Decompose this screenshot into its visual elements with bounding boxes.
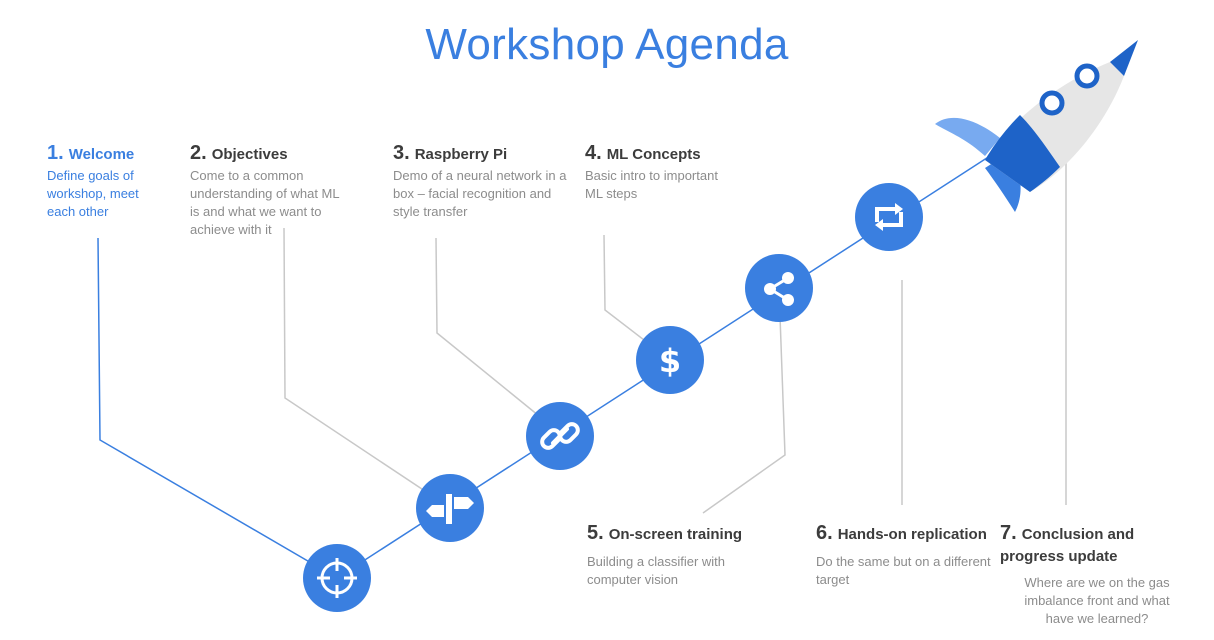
step-description: Building a classifier with computer visi… xyxy=(587,554,726,587)
step-description: Demo of a neural network in a box – faci… xyxy=(393,168,567,219)
node-welcome xyxy=(303,544,371,612)
link-icon xyxy=(540,422,580,450)
dollar-icon: $ xyxy=(659,342,681,380)
step-number: 6. xyxy=(816,522,833,544)
step-heading: 4.ML Concepts xyxy=(585,142,725,165)
node-on-screen-training xyxy=(745,254,813,322)
step-number: 7. xyxy=(1000,522,1017,544)
step-description: Come to a common understanding of what M… xyxy=(190,168,340,237)
agenda-item-ml-concepts: 4.ML Concepts Basic intro to important M… xyxy=(585,142,725,203)
agenda-item-hands-on-replication: 6.Hands-on replication Do the same but o… xyxy=(816,522,1006,589)
step-heading: 5.On-screen training xyxy=(587,522,777,545)
agenda-item-welcome: 1.Welcome Define goals of workshop, meet… xyxy=(47,142,159,221)
step-number: 2. xyxy=(190,142,207,164)
retweet-icon xyxy=(875,207,903,227)
step-heading: 3.Raspberry Pi xyxy=(393,142,568,165)
step-label: Objectives xyxy=(211,146,288,163)
page-title: Workshop Agenda xyxy=(425,20,789,69)
step-label: Welcome xyxy=(68,146,135,163)
step-heading: 6.Hands-on replication xyxy=(816,522,1006,545)
step-number: 1. xyxy=(47,142,64,164)
rocket-icon xyxy=(935,40,1138,212)
step-label: Conclusion and progress update xyxy=(1000,526,1135,565)
node-objectives xyxy=(416,474,484,542)
step-description: Basic intro to important ML steps xyxy=(585,168,718,201)
node-raspberry-pi xyxy=(526,402,594,470)
signpost-icon xyxy=(426,494,474,524)
step-number: 4. xyxy=(585,142,602,164)
step-description: Do the same but on a different target xyxy=(816,554,991,587)
agenda-item-raspberry-pi: 3.Raspberry Pi Demo of a neural network … xyxy=(393,142,568,221)
connector-objectives xyxy=(283,227,450,508)
step-description: Where are we on the gas imbalance front … xyxy=(1024,575,1170,626)
agenda-item-conclusion: 7.Conclusion and progress update Where a… xyxy=(1000,522,1200,628)
step-heading: 7.Conclusion and progress update xyxy=(1000,522,1160,568)
share-icon xyxy=(764,272,794,306)
step-heading: 2.Objectives xyxy=(190,142,340,165)
connector-on-screen-training xyxy=(702,287,786,514)
step-description: Define goals of workshop, meet each othe… xyxy=(47,168,139,219)
agenda-item-on-screen-training: 5.On-screen training Building a classifi… xyxy=(587,522,777,589)
step-label: ML Concepts xyxy=(606,146,701,163)
step-number: 3. xyxy=(393,142,410,164)
step-number: 5. xyxy=(587,522,604,544)
step-label: Hands-on replication xyxy=(837,526,987,543)
node-hands-on-replication xyxy=(855,183,923,251)
step-heading: 1.Welcome xyxy=(47,142,159,165)
connector-raspberry-pi xyxy=(435,237,561,434)
step-label: Raspberry Pi xyxy=(414,146,508,163)
node-ml-concepts: $ xyxy=(636,326,704,394)
crosshair-icon xyxy=(317,558,357,598)
step-label: On-screen training xyxy=(608,526,743,543)
agenda-item-objectives: 2.Objectives Come to a common understand… xyxy=(190,142,340,239)
